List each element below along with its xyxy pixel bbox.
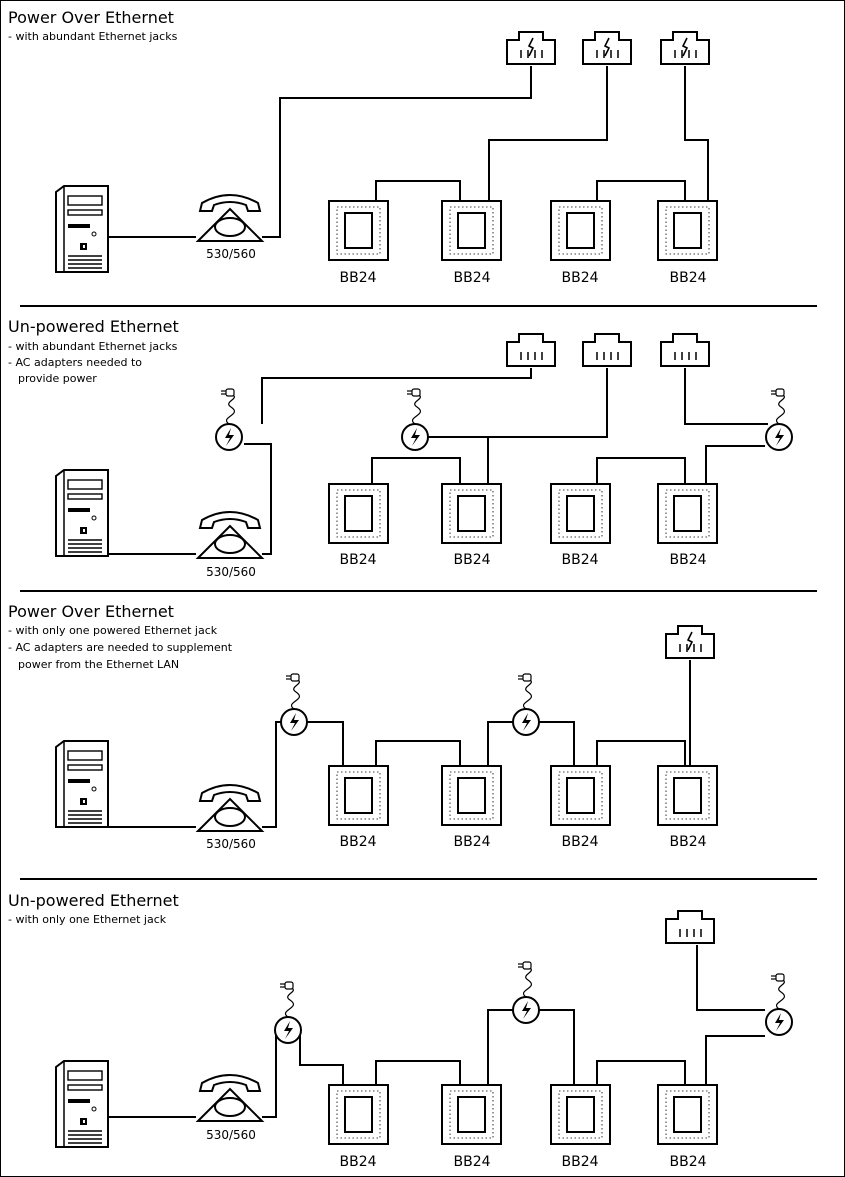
- bb24-device-icon: [550, 200, 611, 261]
- ac-adapter-icon: [215, 388, 243, 451]
- bb24-device-icon: [657, 200, 718, 261]
- ac-adapter-icon: [401, 388, 429, 451]
- panel-note: - with only one powered Ethernet jack: [8, 624, 218, 637]
- phone-label: 530/560: [206, 1128, 256, 1142]
- bb24-device-icon: [657, 483, 718, 544]
- telephone-icon: [197, 784, 263, 832]
- device-label: BB24: [453, 834, 490, 850]
- panel-note: - AC adapters are needed to supplement: [8, 641, 233, 654]
- panel-title: Power Over Ethernet: [8, 602, 174, 621]
- computer-tower-icon: [55, 185, 109, 273]
- telephone-icon: [197, 194, 263, 242]
- device-label: BB24: [339, 834, 376, 850]
- bb24-device-icon: [441, 765, 502, 826]
- panel-unpowered-ethernet-single-jack: Un-powered Ethernet - with only one Ethe…: [8, 891, 793, 1170]
- device-label: BB24: [561, 1154, 598, 1170]
- device-label: BB24: [669, 834, 706, 850]
- device-label: BB24: [669, 270, 706, 286]
- panel-title: Un-powered Ethernet: [8, 317, 179, 336]
- bb24-device-icon: [328, 200, 389, 261]
- device-label: BB24: [453, 1154, 490, 1170]
- ac-adapter-icon: [274, 981, 302, 1044]
- phone-label: 530/560: [206, 837, 256, 851]
- bb24-device-icon: [441, 200, 502, 261]
- panel-note: - with abundant Ethernet jacks: [8, 340, 178, 353]
- device-label: BB24: [561, 552, 598, 568]
- panel-note: provide power: [18, 372, 97, 385]
- device-label: BB24: [453, 552, 490, 568]
- panel-note: power from the Ethernet LAN: [18, 658, 179, 671]
- panel-title: Un-powered Ethernet: [8, 891, 179, 910]
- computer-tower-icon: [55, 740, 109, 828]
- device-label: BB24: [453, 270, 490, 286]
- ac-adapter-icon: [765, 973, 793, 1036]
- bb24-device-icon: [657, 1084, 718, 1145]
- bb24-device-icon: [550, 1084, 611, 1145]
- bb24-device-icon: [441, 1084, 502, 1145]
- panel-power-over-ethernet-single-jack: Power Over Ethernet - with only one powe…: [8, 602, 718, 851]
- bb24-device-icon: [550, 765, 611, 826]
- computer-tower-icon: [55, 469, 109, 557]
- ac-adapter-icon: [765, 388, 793, 451]
- device-label: BB24: [669, 552, 706, 568]
- ethernet-jack-icon: [506, 333, 556, 367]
- ac-adapter-icon: [512, 673, 540, 736]
- panel-note: - AC adapters needed to: [8, 356, 142, 369]
- bb24-device-icon: [657, 765, 718, 826]
- ethernet-jack-icon: [665, 910, 715, 944]
- phone-label: 530/560: [206, 565, 256, 579]
- bb24-device-icon: [328, 765, 389, 826]
- bb24-device-icon: [328, 1084, 389, 1145]
- bb24-device-icon: [550, 483, 611, 544]
- panel-title: Power Over Ethernet: [8, 8, 174, 27]
- telephone-icon: [197, 1074, 263, 1122]
- computer-tower-icon: [55, 1060, 109, 1148]
- phone-label: 530/560: [206, 247, 256, 261]
- ethernet-jack-icon: [582, 31, 632, 65]
- device-label: BB24: [339, 1154, 376, 1170]
- panel-note: - with only one Ethernet jack: [8, 913, 167, 926]
- panel-note: - with abundant Ethernet jacks: [8, 30, 178, 43]
- device-label: BB24: [561, 270, 598, 286]
- ac-adapter-icon: [512, 961, 540, 1024]
- telephone-icon: [197, 511, 263, 559]
- bb24-device-icon: [328, 483, 389, 544]
- device-label: BB24: [669, 1154, 706, 1170]
- ethernet-jack-icon: [660, 333, 710, 367]
- device-label: BB24: [561, 834, 598, 850]
- bb24-device-icon: [441, 483, 502, 544]
- ethernet-jack-icon: [582, 333, 632, 367]
- panel-unpowered-ethernet-abundant: Un-powered Ethernet - with abundant Ethe…: [8, 317, 793, 579]
- ethernet-jack-icon: [660, 31, 710, 65]
- device-label: BB24: [339, 270, 376, 286]
- ethernet-jack-icon: [665, 625, 715, 659]
- panel-power-over-ethernet-abundant: Power Over Ethernet - with abundant Ethe…: [8, 8, 718, 286]
- device-label: BB24: [339, 552, 376, 568]
- ethernet-jack-icon: [506, 31, 556, 65]
- ac-adapter-icon: [280, 673, 308, 736]
